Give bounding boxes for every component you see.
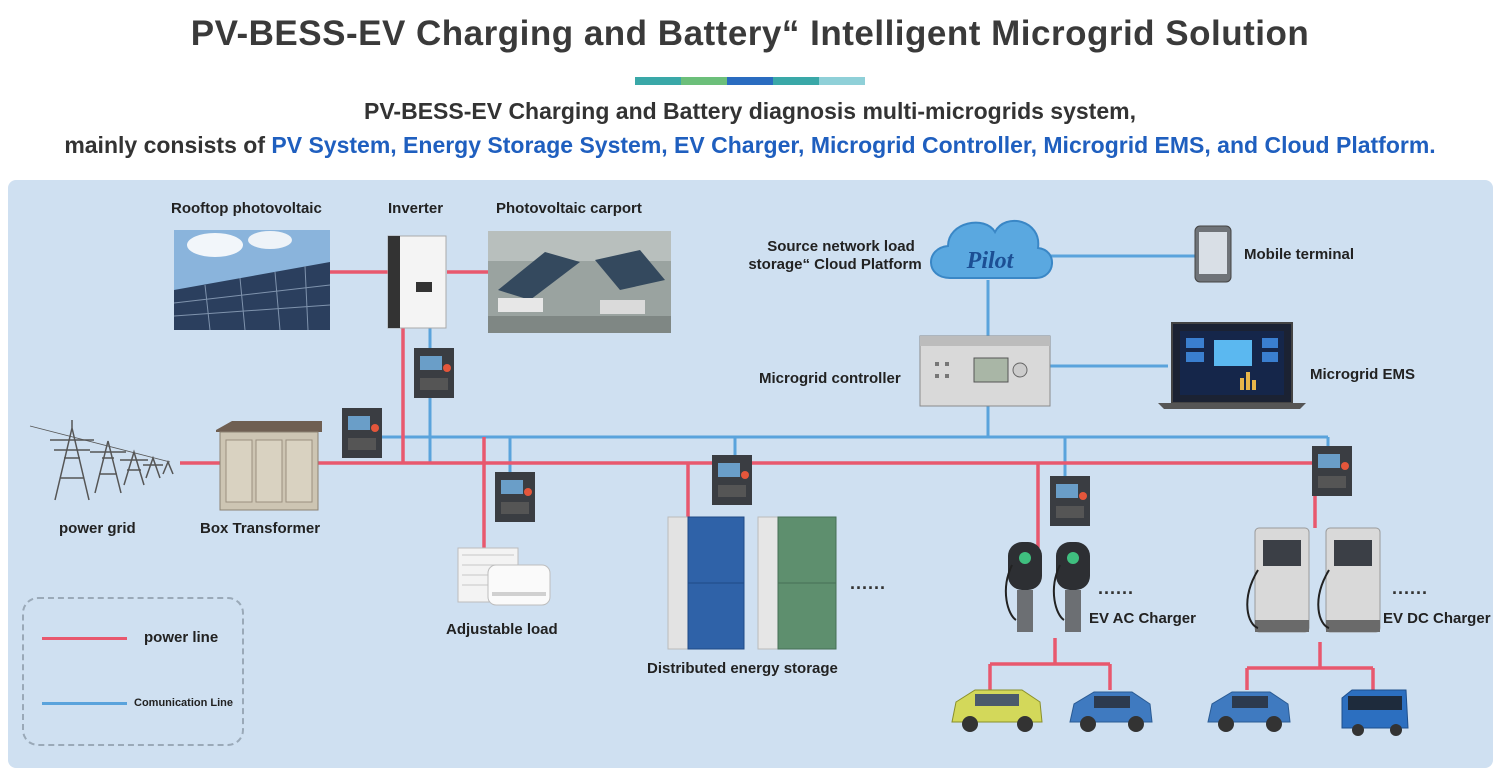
meter-ac-charger-icon [1050,476,1090,526]
energy-storage-cabinets-icon [667,516,837,650]
taxi-car-icon [951,689,1043,732]
page-title: PV-BESS-EV Charging and Battery“ Intelli… [190,14,1310,53]
meter-dc-charger-icon [1312,446,1352,496]
pv-carport-image [488,231,671,333]
bar-seg-3 [727,77,773,85]
meter-inverter-icon [414,348,454,398]
meter-transformer-icon [342,408,382,458]
mobile-terminal-icon [1194,225,1232,283]
label-cloud-platform-line1: Source network load [767,238,915,255]
meter-storage-icon [712,455,752,505]
subtitle-line-2: mainly consists of PV System, Energy Sto… [0,132,1500,159]
power-grid-towers-icon [29,420,174,501]
ellipsis-dc-charger: ...... [1392,578,1429,598]
electric-bus-icon [1341,689,1409,736]
cloud-logo-text: Pilot [966,248,1015,274]
microgrid-controller-icon [919,335,1051,407]
ellipsis-storage: ...... [850,573,887,593]
legend-power-line-label: power line [144,629,219,646]
bar-seg-5 [819,77,865,85]
title-underline [635,77,865,85]
legend: power line Comunication Line [22,597,244,746]
label-pv-carport: Photovoltaic carport [496,200,642,217]
microgrid-ems-laptop-icon [1158,322,1306,409]
ev-dc-chargers-icon [1246,527,1381,633]
label-microgrid-ems: Microgrid EMS [1310,366,1416,383]
ellipsis-ac-charger: ...... [1098,578,1135,598]
rooftop-pv-image [173,230,331,331]
legend-power-line-swatch [42,637,127,640]
meter-load-icon [495,472,535,522]
legend-comm-line-swatch [42,702,127,705]
cloud-platform-icon: Pilot [930,219,1053,279]
box-transformer-icon [216,421,322,511]
subtitle-prefix: mainly consists of [64,132,272,158]
legend-comm-line-label: Comunication Line [134,697,233,709]
smart-meter-icons [342,348,1352,526]
label-mobile-terminal: Mobile terminal [1244,246,1355,263]
air-conditioner-icon [457,547,551,606]
label-box-transformer: Box Transformer [200,520,321,537]
blue-car-icon-2 [1207,691,1291,732]
blue-car-icon-1 [1069,691,1153,732]
label-adjustable-load: Adjustable load [446,621,558,638]
label-cloud-platform-line2: storage“ Cloud Platform [748,256,922,273]
label-inverter: Inverter [388,200,444,217]
label-distributed-storage: Distributed energy storage [647,660,838,677]
label-power-grid: power grid [59,520,136,537]
label-ev-dc-charger: EV DC Charger [1383,610,1491,627]
label-rooftop-pv: Rooftop photovoltaic [171,200,322,217]
ev-ac-chargers-icon [1004,542,1090,632]
bar-seg-2 [681,77,727,85]
bar-seg-4 [773,77,819,85]
subtitle-highlight: PV System, Energy Storage System, EV Cha… [271,132,1436,158]
label-ev-ac-charger: EV AC Charger [1089,610,1196,627]
bar-seg-1 [635,77,681,85]
label-microgrid-controller: Microgrid controller [759,370,901,387]
inverter-icon [387,235,447,329]
subtitle-line-1: PV-BESS-EV Charging and Battery diagnosi… [364,98,1136,124]
